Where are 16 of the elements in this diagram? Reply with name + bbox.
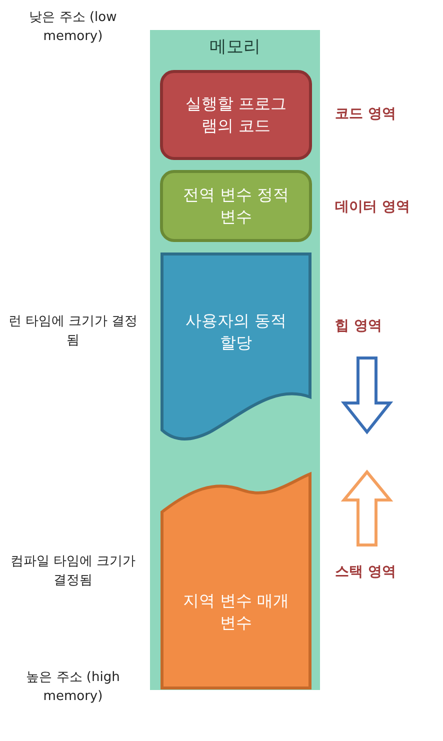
box-label: 실행할 프로그램의 코드 [184,93,288,137]
region-label: 데이터 영역 [335,198,410,216]
box-label: 전역 변수 정적 변수 [182,184,290,228]
address-label: 낮은 주소 (low memory) [28,9,118,46]
region-label: 코드 영역 [335,105,396,123]
data-box [160,170,312,242]
memory-title: 메모리 [208,36,262,58]
address-label: 높은 주소 (high memory) [25,669,121,706]
region-label: 힙 영역 [335,317,382,335]
memory-band [150,30,320,690]
region-label: 스택 영역 [335,563,396,581]
box-label: 사용자의 동적 할당 [184,310,288,354]
note-label: 런 타임에 크기가 결정됨 [8,313,138,350]
note-label: 컴파일 타임에 크기가 결정됨 [9,553,137,590]
box-label: 지역 변수 매개변수 [182,590,290,634]
code-box [160,70,312,160]
